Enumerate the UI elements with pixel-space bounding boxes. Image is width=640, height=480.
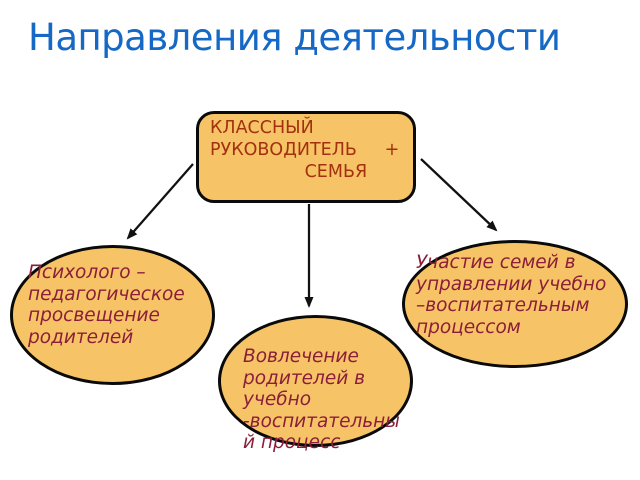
ellipse-family-participation <box>402 240 628 368</box>
ellipse-parent-involvement <box>218 315 413 447</box>
arrow-box-to-right-ellipse <box>420 158 498 232</box>
arrow-box-to-left-ellipse <box>126 163 194 240</box>
central-box-classny-rukovoditel-semya <box>196 111 416 203</box>
slide-title: Направления деятельности <box>28 16 561 59</box>
ellipse-psychological-education <box>10 245 215 385</box>
